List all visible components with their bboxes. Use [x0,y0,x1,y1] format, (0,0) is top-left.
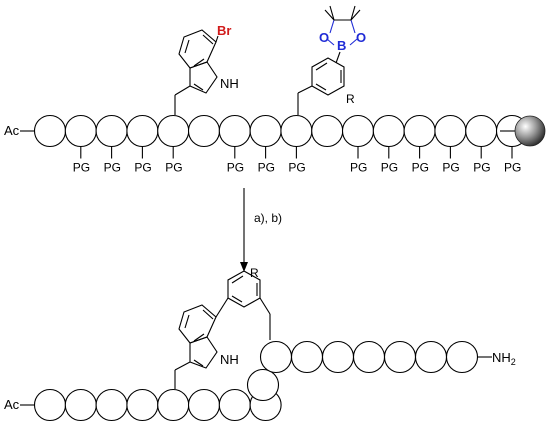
top-bead-chain [33,114,529,148]
top-bead-11 [341,114,375,148]
boronate-oxygen-left: O [319,30,329,45]
top-bead-5 [157,114,190,148]
bottom-bead-upper-4 [352,340,386,374]
bottom-bead-2 [64,388,97,422]
top-bead-8 [249,114,282,148]
bottom-indole-nh-label: NH [220,352,239,367]
top-bead-2 [64,114,97,148]
bottom-bead-upper-1 [259,340,293,374]
pg-label-12: PG [381,161,398,175]
bromine-label: Br [217,23,231,38]
pg-label-11: PG [350,161,367,175]
top-bead-1 [33,114,67,148]
bottom-bead-upper-7 [445,340,479,374]
top-bead-3 [95,114,128,148]
top-aryl-boronate: R O B O [297,5,366,115]
top-bead-15 [465,114,498,148]
top-protecting-groups: PG PG PG PG PG PG PG PG PG PG PG PG PG [73,146,521,175]
bottom-bead-3 [95,388,128,422]
bottom-bead-upper-5 [383,340,417,374]
bottom-bead-upper-6 [414,340,448,374]
bottom-r-label: R [250,266,259,280]
top-bromotryptophan: Br NH [174,23,239,115]
top-r-label: R [346,92,355,106]
boronate-oxygen-right: O [356,30,366,45]
boron-label: B [337,38,346,53]
pg-label-9: PG [288,161,305,175]
top-bead-13 [403,114,436,148]
pg-label-2: PG [73,161,90,175]
reaction-arrow: a), b) [240,188,282,272]
top-bead-10 [311,114,344,148]
top-acetyl-label: Ac [4,123,20,138]
pg-label-13: PG [412,161,429,175]
pg-label-4: PG [134,161,151,175]
top-bead-4 [126,114,159,148]
biaryl-bond [215,297,229,318]
pg-label-16: PG [504,161,521,175]
bottom-tryptophan: NH [174,304,239,389]
bottom-peptide: Ac NH2 NH R [4,266,516,422]
bottom-bead-upper-3 [321,340,355,374]
bottom-bead-4 [126,388,159,422]
bottom-bead-turn [246,368,280,402]
top-indole-nh-label: NH [220,76,239,91]
pg-label-3: PG [104,161,121,175]
reaction-conditions: a), b) [254,211,282,225]
bottom-bead-6 [187,388,221,422]
top-peptide: Ac PG PG PG PG PG PG PG PG PG PG PG PG PG Br NH [4,5,546,175]
bottom-bead-5 [157,388,190,422]
resin-bead [514,115,546,147]
pg-label-7: PG [227,161,244,175]
top-bead-9 [280,114,313,148]
pg-label-14: PG [442,161,459,175]
bottom-bead-1 [33,388,67,422]
top-bead-14 [434,114,467,148]
bottom-bead-chain [33,340,479,422]
bottom-bead-upper-2 [290,340,324,374]
bottom-acetyl-label: Ac [4,397,20,412]
top-bead-12 [372,114,405,148]
bottom-bead-7 [218,388,251,422]
pg-label-15: PG [473,161,490,175]
top-bead-6 [187,114,221,148]
c-terminal-amide-label: NH2 [492,350,516,367]
pg-label-5: PG [165,161,182,175]
pg-label-8: PG [258,161,275,175]
top-bead-7 [218,114,251,148]
bottom-phenyl-ring: R [227,266,271,340]
